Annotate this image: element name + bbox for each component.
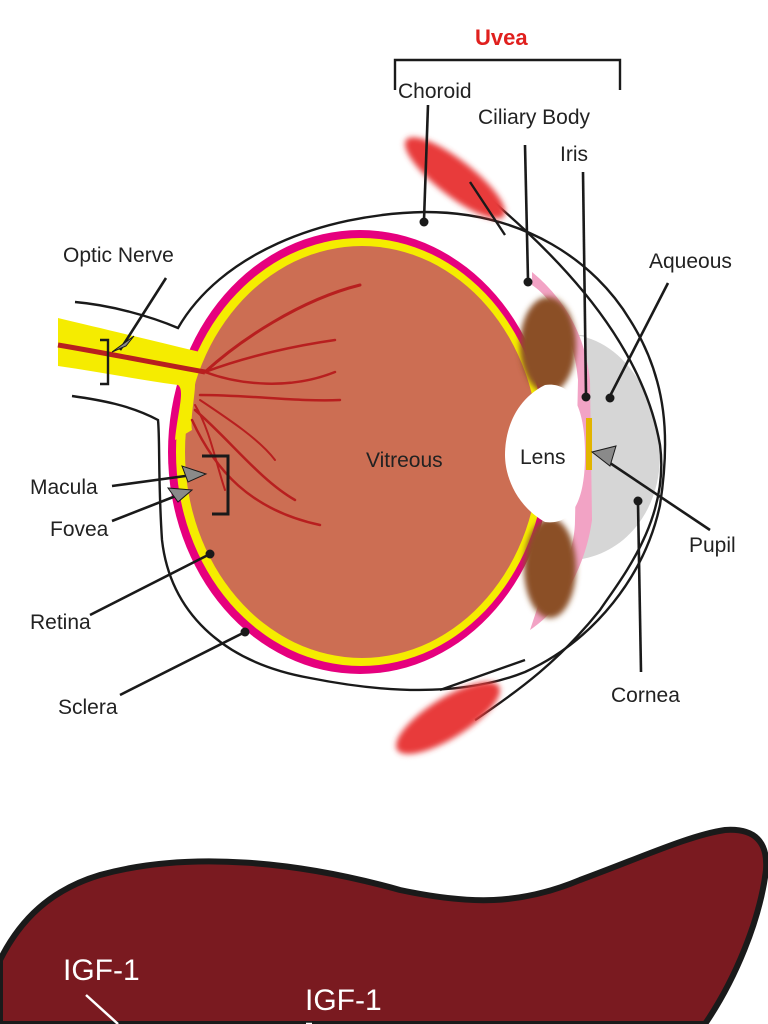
ciliary-body-upper: [520, 297, 576, 393]
liver-label-2: IGF-1: [305, 984, 382, 1017]
label-ciliary-body: Ciliary Body: [478, 106, 591, 129]
label-vitreous: Vitreous: [366, 449, 443, 472]
label-sclera: Sclera: [58, 696, 118, 719]
liver-diagram: IGF-1 IGF-1: [0, 830, 766, 1024]
label-aqueous: Aqueous: [649, 250, 732, 273]
pupil-marker: [586, 418, 592, 470]
liver-shape: [0, 830, 766, 1024]
label-retina: Retina: [30, 611, 91, 634]
label-choroid: Choroid: [398, 80, 472, 103]
label-optic-nerve: Optic Nerve: [63, 244, 174, 267]
liver-label-1: IGF-1: [63, 954, 140, 987]
label-pupil: Pupil: [689, 534, 736, 557]
label-iris: Iris: [560, 143, 588, 166]
label-lens: Lens: [520, 446, 566, 469]
eye-globe: [58, 126, 665, 767]
ciliary-body-lower: [524, 518, 576, 618]
uvea-title: Uvea: [475, 25, 528, 50]
label-macula: Macula: [30, 476, 98, 499]
label-cornea: Cornea: [611, 684, 680, 707]
label-fovea: Fovea: [50, 518, 109, 541]
